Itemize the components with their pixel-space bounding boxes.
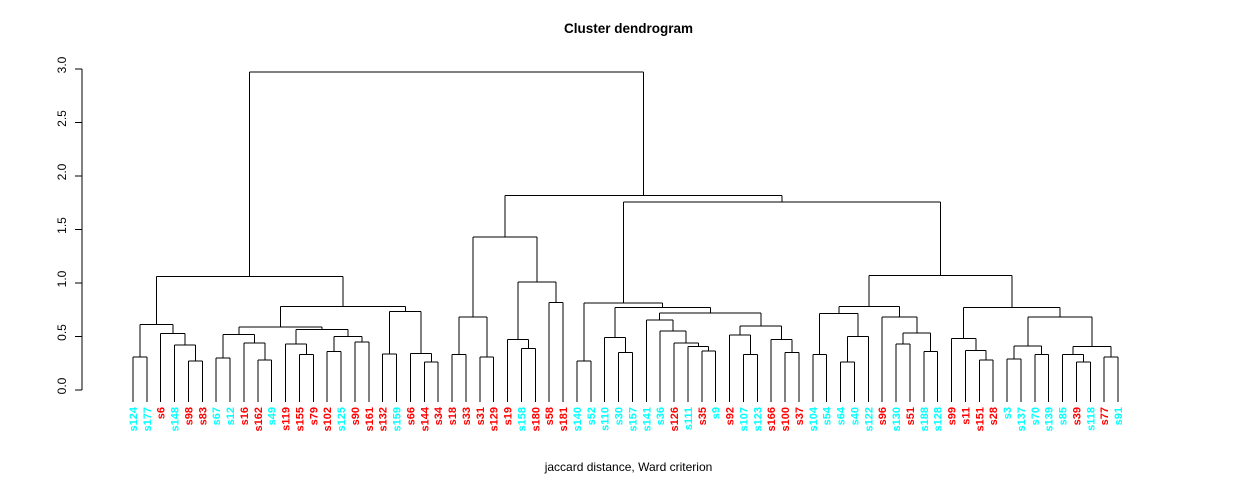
leaf-label-s18: s18 — [447, 407, 459, 425]
leaf-label-s161: s161 — [364, 407, 376, 431]
leaf-label-s51: s51 — [905, 407, 917, 425]
leaf-label-s104: s104 — [808, 406, 820, 431]
leaf-label-s166: s166 — [766, 407, 778, 431]
y-axis-tick-label: 3.0 — [55, 56, 69, 73]
leaf-label-s118: s118 — [1085, 407, 1097, 431]
leaf-label-s30: s30 — [614, 407, 626, 425]
leaf-label-s159: s159 — [392, 407, 404, 431]
y-axis-tick-label: 0.5 — [55, 324, 69, 341]
leaf-label-s31: s31 — [475, 407, 487, 425]
leaf-label-s137: s137 — [1016, 407, 1028, 431]
leaf-label-s83: s83 — [197, 407, 209, 425]
y-axis-tick-label: 2.5 — [55, 110, 69, 127]
leaf-label-s111: s111 — [683, 407, 695, 430]
leaf-label-s12: s12 — [225, 407, 237, 425]
leaf-label-s148: s148 — [170, 407, 182, 431]
leaf-label-s162: s162 — [253, 407, 265, 431]
leaf-label-s11: s11 — [960, 407, 972, 425]
leaf-label-s181: s181 — [558, 407, 570, 431]
leaf-label-s70: s70 — [1030, 407, 1042, 425]
leaf-label-s40: s40 — [849, 407, 861, 425]
leaf-label-s19: s19 — [503, 407, 515, 425]
y-axis-tick-label: 2.0 — [55, 163, 69, 180]
leaf-label-s128: s128 — [933, 407, 945, 431]
leaf-label-s28: s28 — [988, 407, 1000, 425]
leaf-label-s144: s144 — [419, 406, 431, 431]
leaf-label-s132: s132 — [378, 407, 390, 431]
chart-title: Cluster dendrogram — [563, 21, 694, 36]
leaf-label-s90: s90 — [350, 407, 362, 425]
leaf-label-s3: s3 — [1002, 407, 1014, 419]
leaf-label-s157: s157 — [627, 407, 639, 431]
leaf-label-s126: s126 — [669, 407, 681, 431]
leaf-label-s110: s110 — [600, 407, 612, 431]
leaf-label-s58: s58 — [544, 407, 556, 425]
y-axis-tick-label: 1.5 — [55, 217, 69, 234]
leaf-label-s141: s141 — [641, 407, 653, 431]
leaf-label-s92: s92 — [725, 407, 737, 425]
leaf-label-s66: s66 — [405, 407, 417, 425]
leaf-label-s37: s37 — [794, 407, 806, 425]
leaf-label-s123: s123 — [752, 407, 764, 431]
leaf-label-s96: s96 — [877, 407, 889, 425]
leaf-label-s79: s79 — [308, 407, 320, 425]
leaf-label-s119: s119 — [281, 407, 293, 431]
leaf-label-s9: s9 — [711, 407, 723, 419]
leaf-label-s100: s100 — [780, 407, 792, 431]
leaf-label-s52: s52 — [586, 407, 598, 425]
leaf-label-s102: s102 — [322, 407, 334, 431]
leaf-label-s129: s129 — [489, 407, 501, 431]
leaf-label-s98: s98 — [183, 407, 195, 425]
leaf-label-s36: s36 — [655, 407, 667, 425]
leaf-label-s140: s140 — [572, 407, 584, 431]
leaf-label-s85: s85 — [1058, 407, 1070, 425]
leaf-label-s16: s16 — [239, 407, 251, 425]
leaf-label-s158: s158 — [516, 407, 528, 431]
leaf-label-s151: s151 — [974, 407, 986, 431]
leaf-label-s107: s107 — [738, 407, 750, 431]
leaf-label-s39: s39 — [1071, 407, 1083, 425]
leaf-label-s122: s122 — [863, 407, 875, 431]
leaf-label-s6: s6 — [156, 407, 168, 419]
leaf-label-s77: s77 — [1099, 407, 1111, 425]
leaf-label-s130: s130 — [891, 407, 903, 431]
leaf-label-s67: s67 — [211, 407, 223, 425]
leaf-label-s34: s34 — [433, 406, 445, 425]
leaf-label-s33: s33 — [461, 407, 473, 425]
leaf-label-s91: s91 — [1113, 407, 1125, 425]
leaf-label-s99: s99 — [947, 407, 959, 425]
leaf-label-s139: s139 — [1044, 407, 1056, 431]
leaf-label-s35: s35 — [697, 407, 709, 425]
leaf-label-s155: s155 — [294, 407, 306, 431]
y-axis-tick-label: 1.0 — [55, 270, 69, 287]
leaf-label-s64: s64 — [836, 406, 848, 425]
leaf-label-s188: s188 — [919, 407, 931, 431]
x-axis-caption: jaccard distance, Ward criterion — [544, 460, 713, 474]
leaf-label-s54: s54 — [822, 406, 834, 425]
leaf-label-s177: s177 — [142, 407, 154, 431]
leaf-label-s124: s124 — [128, 406, 140, 431]
leaf-label-s180: s180 — [530, 407, 542, 431]
leaf-label-s49: s49 — [267, 407, 279, 425]
y-axis-tick-label: 0.0 — [55, 377, 69, 394]
leaf-label-s125: s125 — [336, 407, 348, 431]
